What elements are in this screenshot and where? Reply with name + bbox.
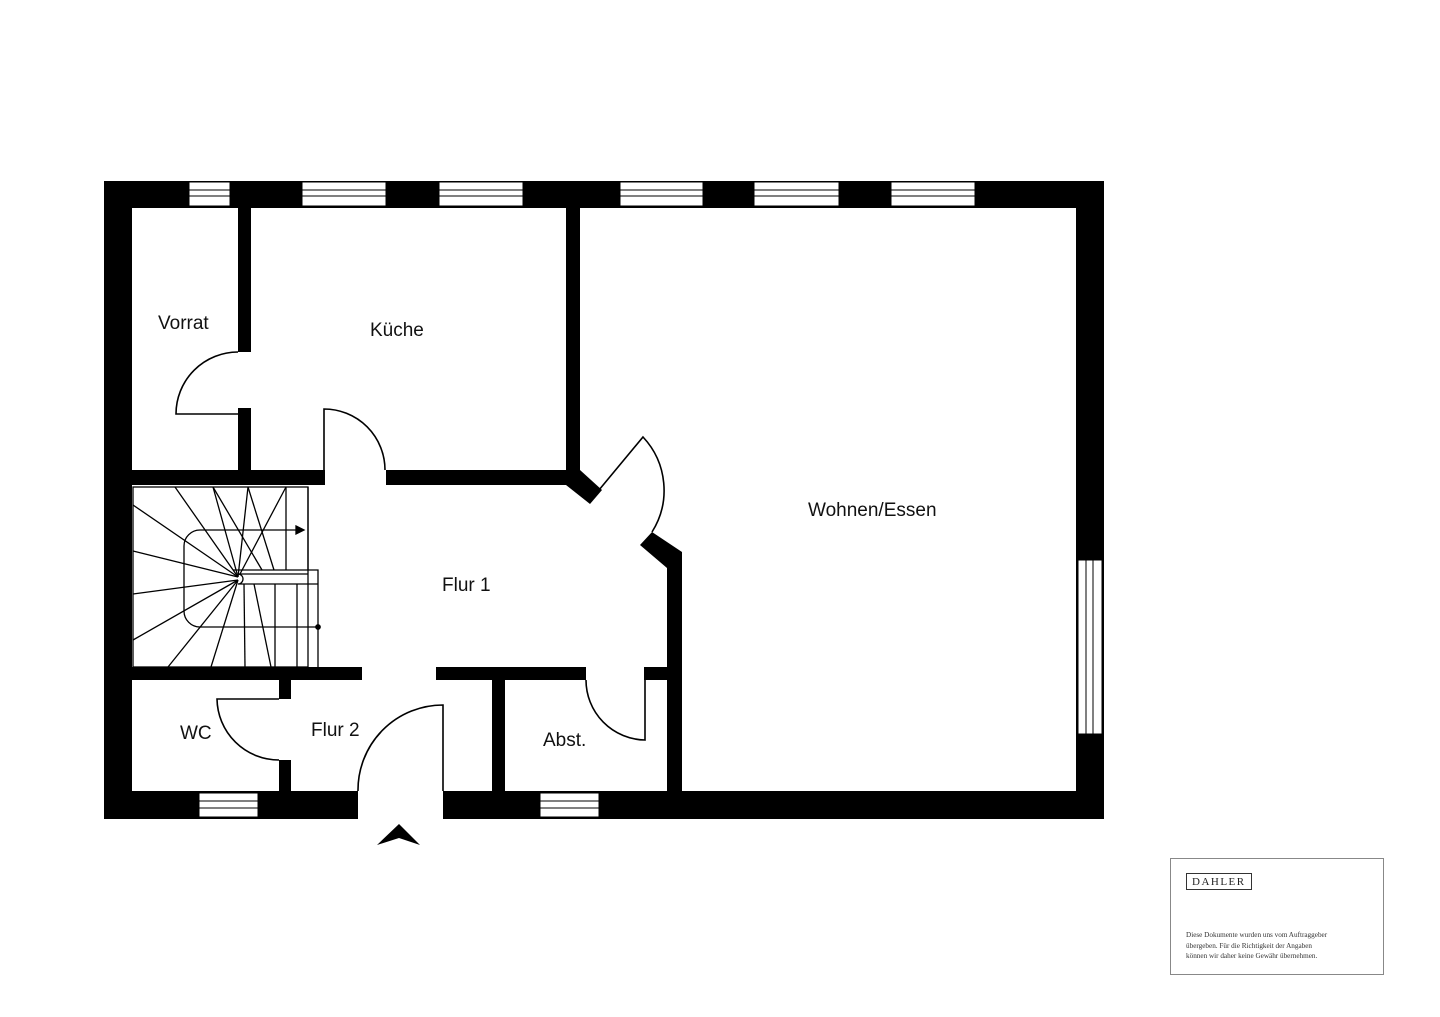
room-label-wc: WC: [180, 723, 212, 744]
disclaimer-line: können wir daher keine Gewähr übernehmen…: [1186, 952, 1318, 960]
windows: [188, 181, 1103, 818]
dahler-logo: DAHLER: [1186, 873, 1252, 890]
room-label-kueche: Küche: [370, 320, 424, 341]
room-label-vorrat: Vorrat: [158, 313, 209, 334]
room-label-flur2: Flur 2: [311, 720, 360, 741]
staircase: [132, 486, 321, 668]
entrance-arrow-icon: [377, 824, 420, 845]
room-label-flur1: Flur 1: [442, 575, 491, 596]
room-label-abst: Abst.: [543, 730, 586, 751]
disclaimer-line: übergeben. Für die Richtigkeit der Angab…: [1186, 941, 1313, 950]
room-label-wohnen-essen: Wohnen/Essen: [808, 500, 937, 521]
disclaimer-text: Diese Dokumente wurden uns vom Auftragge…: [1186, 930, 1376, 962]
room-labels: Vorrat Küche Wohnen/Essen Flur 1 Flur 2 …: [158, 313, 937, 751]
agency-info-box: DAHLER Diese Dokumente wurden uns vom Au…: [1170, 858, 1384, 975]
disclaimer-line: Diese Dokumente wurden uns vom Auftragge…: [1186, 931, 1328, 939]
doors: [175, 351, 665, 792]
